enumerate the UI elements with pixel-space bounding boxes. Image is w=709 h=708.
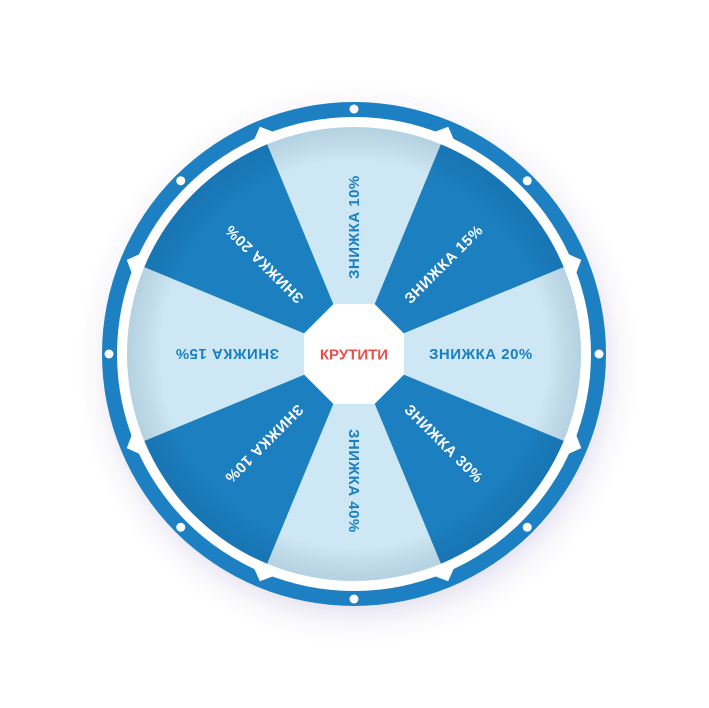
spin-button-label[interactable]: КРУТИТИ (320, 347, 388, 364)
wheel-segment-label: ЗНИЖКА 15% (175, 345, 279, 362)
ring-pointer-icon (431, 564, 456, 582)
ring-dot-icon (349, 594, 359, 604)
ring-pointer-icon (564, 431, 582, 456)
ring-pointer-icon (431, 126, 456, 144)
ring-dot-icon (349, 104, 359, 114)
wheel-segment-label: ЗНИЖКА 10% (346, 175, 363, 279)
ring-pointer-icon (252, 564, 277, 582)
ring-pointer-icon (126, 252, 144, 277)
spin-button-octagon[interactable] (304, 304, 404, 404)
wheel-segment-label: ЗНИЖКА 20% (429, 346, 533, 363)
ring-dot-icon (176, 522, 186, 532)
ring-dot-icon (522, 176, 532, 186)
ring-pointer-icon (126, 431, 144, 456)
ring-dot-icon (104, 349, 114, 359)
ring-dot-icon (594, 349, 604, 359)
wheel-segment-label: ЗНИЖКА 40% (345, 429, 362, 533)
spin-button[interactable]: КРУТИТИ (304, 304, 404, 404)
ring-dot-icon (176, 176, 186, 186)
ring-dot-icon (522, 522, 532, 532)
ring-pointer-icon (564, 252, 582, 277)
wheel-decorations (104, 104, 604, 604)
ring-pointer-icon (252, 126, 277, 144)
